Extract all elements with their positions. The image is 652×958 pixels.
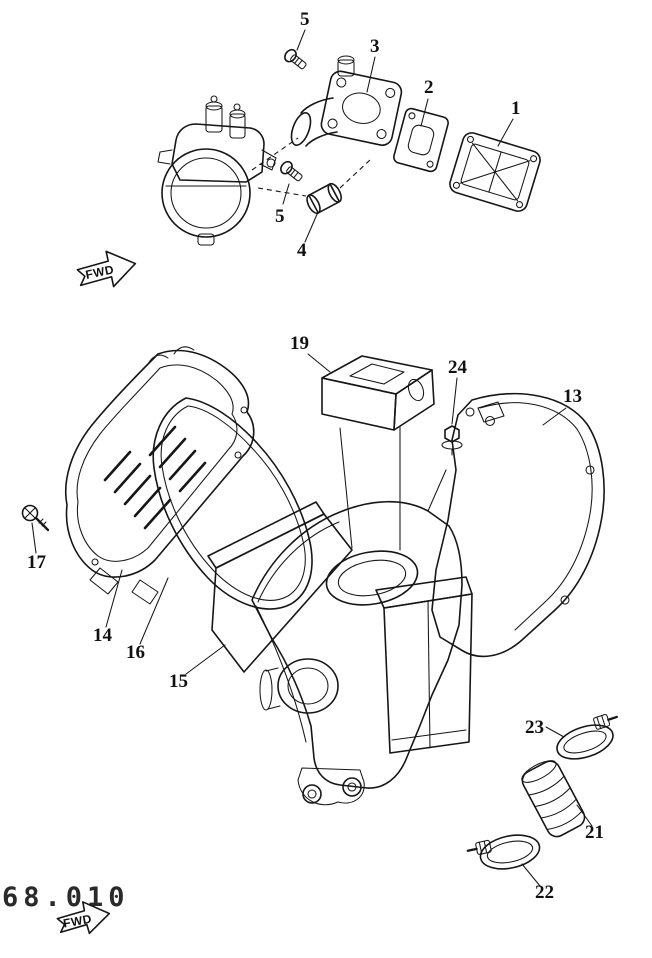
callout-19: 19 — [290, 333, 309, 354]
callout-23: 23 — [525, 717, 544, 738]
fwd-arrow-top: FWD — [76, 250, 137, 288]
case-part-13 — [431, 392, 605, 658]
callout-leaders — [31, 29, 593, 887]
reed-valve-part-1 — [449, 132, 541, 212]
callout-3: 3 — [370, 36, 380, 57]
callout-5-top: 5 — [300, 9, 310, 30]
callout-labels: 5 3 2 1 5 4 19 24 13 17 14 16 15 23 21 2… — [27, 9, 604, 903]
case-body-bracket — [251, 469, 473, 806]
bolt-part-5-mid — [280, 160, 303, 182]
callout-15: 15 — [169, 671, 188, 692]
fwd-arrow-top-label: FWD — [84, 262, 115, 282]
seal-part-16 — [152, 397, 313, 610]
callout-16: 16 — [126, 642, 145, 663]
screw-part-17 — [21, 504, 50, 532]
element-part-15 — [207, 501, 353, 673]
callout-2: 2 — [424, 77, 434, 98]
callout-1: 1 — [511, 98, 521, 119]
callout-21: 21 — [585, 822, 604, 843]
fwd-arrow-bottom-label: FWD — [62, 912, 93, 931]
callout-24: 24 — [448, 357, 468, 378]
gasket-part-2 — [393, 107, 449, 173]
fwd-arrow-bottom: FWD — [56, 901, 111, 935]
manifold-part-3 — [290, 55, 403, 147]
callout-22: 22 — [535, 882, 554, 903]
callout-5-mid: 5 — [275, 206, 285, 227]
callout-17: 17 — [27, 552, 47, 573]
bolt-part-5-top — [284, 48, 307, 70]
page-code: 68.010 — [2, 882, 130, 913]
callout-4: 4 — [297, 240, 307, 261]
clamp-part-23 — [556, 714, 618, 760]
callout-13: 13 — [563, 386, 582, 407]
duct-part-19 — [321, 355, 435, 551]
joint-part-21 — [521, 760, 586, 838]
spacer-part-4 — [306, 159, 371, 215]
carburetor-illustration — [157, 95, 307, 246]
clamp-part-22 — [466, 834, 541, 870]
cover-part-14 — [64, 346, 255, 605]
callout-14: 14 — [93, 625, 113, 646]
